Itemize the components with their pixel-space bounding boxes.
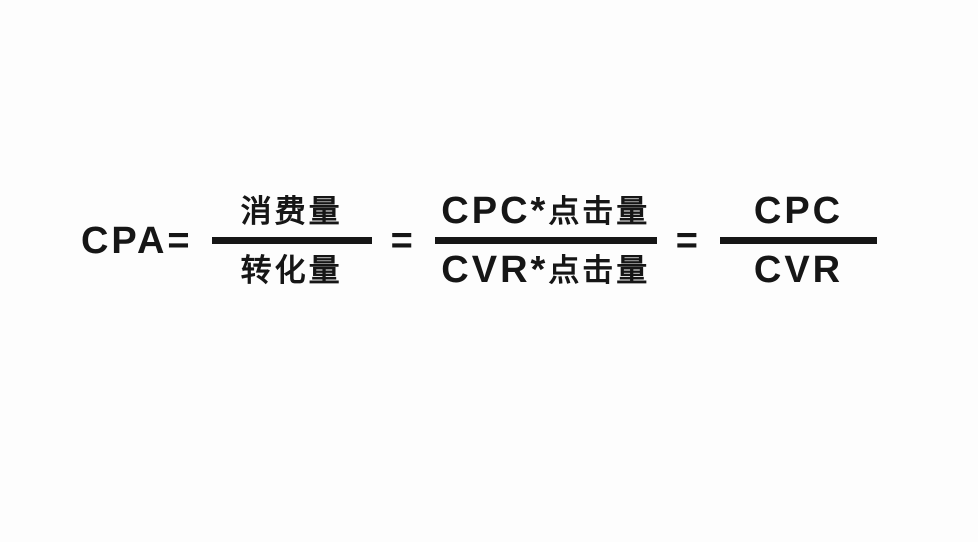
fraction-numerator: CPC bbox=[753, 190, 844, 232]
fraction-denominator: CVR bbox=[753, 249, 844, 291]
fraction-spend-over-conversions: 消费量 转化量 bbox=[211, 190, 372, 291]
fraction-bar bbox=[434, 237, 657, 244]
fraction-denominator: 转化量 bbox=[240, 252, 343, 288]
fraction-bar bbox=[211, 237, 372, 244]
equals-sign: = bbox=[675, 219, 701, 262]
fraction-cpc-clicks-over-cvr-clicks: CPC*点击量 CVR*点击量 bbox=[434, 190, 657, 291]
fraction-bar bbox=[720, 237, 877, 244]
formula-lhs-cpa: CPA= bbox=[80, 219, 193, 262]
fraction-cpc-over-cvr: CPC CVR bbox=[720, 190, 877, 291]
fraction-numerator: 消费量 bbox=[240, 193, 343, 229]
fraction-numerator: CPC*点击量 bbox=[441, 190, 651, 232]
equals-sign: = bbox=[390, 219, 416, 262]
fraction-denominator: CVR*点击量 bbox=[441, 249, 651, 291]
cpa-formula: CPA= 消费量 转化量 = CPC*点击量 CVR*点击量 = CPC CVR bbox=[0, 190, 968, 291]
